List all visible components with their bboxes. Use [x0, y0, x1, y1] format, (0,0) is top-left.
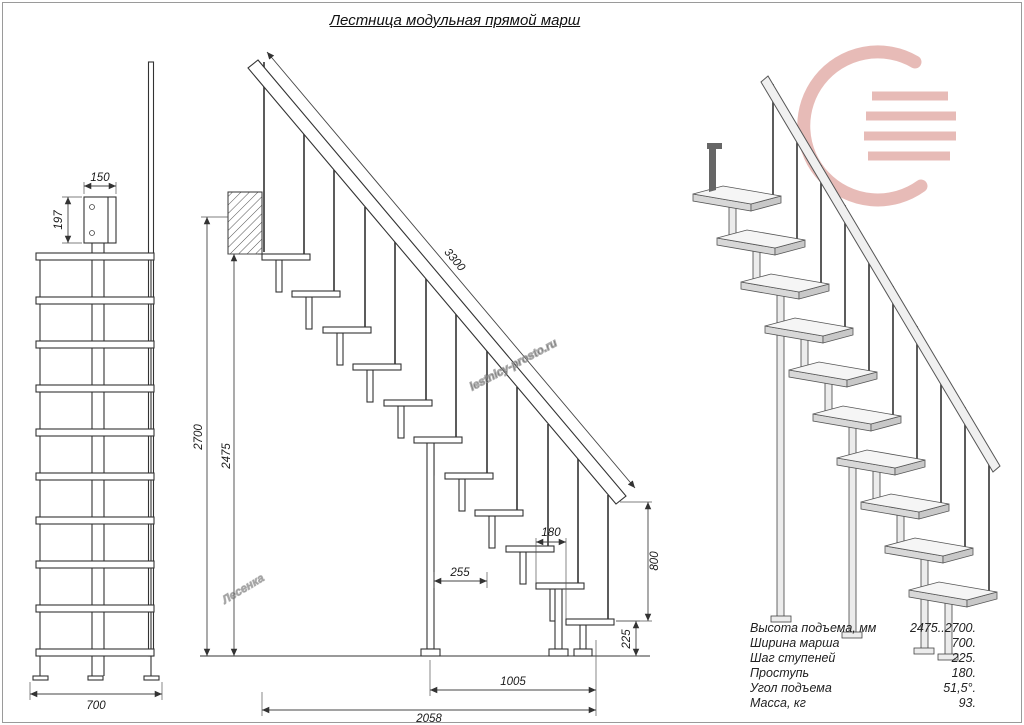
- spec-value: 225.: [951, 651, 976, 665]
- spec-row-step: Шаг ступеней 225.: [750, 651, 976, 666]
- front-view: 150 197 700: [29, 61, 163, 712]
- side-view: 3300 2700 2475 180 255 800 225 1005: [193, 51, 661, 725]
- dim-base-width: 700: [86, 700, 106, 712]
- logo-graphic: [797, 45, 956, 207]
- support-post-2: [554, 587, 563, 650]
- spec-label: Ширина марша: [750, 636, 840, 650]
- spec-table: Высота подъема, мм 2475..2700. Ширина ма…: [750, 621, 976, 711]
- dim-top-width: 150: [90, 172, 110, 184]
- treads-front: [35, 252, 155, 657]
- spec-value: 51,5°.: [943, 681, 976, 695]
- spec-row-angle: Угол подъема 51,5°.: [750, 681, 976, 696]
- dim-rail-height: 800: [649, 551, 661, 571]
- spec-value: 700.: [951, 636, 976, 650]
- watermark-site: lestnicy-prosto.ru: [468, 337, 559, 393]
- spec-row-height: Высота подъема, мм 2475..2700.: [750, 621, 976, 636]
- dim-255: 255: [449, 567, 470, 579]
- perspective-view: [692, 75, 1001, 661]
- dim-1005: 1005: [500, 676, 526, 688]
- spec-value: 180.: [951, 666, 976, 680]
- dim-total-height: 2700: [193, 424, 205, 451]
- dim-step-rise: 225: [621, 629, 633, 650]
- page-title: Лестница модульная прямой марш: [329, 12, 581, 29]
- treads-3d: [692, 185, 998, 608]
- spec-row-tread: Проступь 180.: [750, 666, 976, 681]
- dim-rail-length: 3300: [441, 246, 467, 274]
- handrail-3d: [760, 75, 1001, 473]
- spec-label: Высота подъема, мм: [750, 621, 877, 635]
- dim-top-height: 197: [53, 210, 65, 230]
- spec-value: 93.: [958, 696, 976, 710]
- spec-row-mass: Масса, кг 93.: [750, 696, 976, 711]
- dim-steps-height: 2475: [221, 443, 233, 470]
- dim-total-run: 2058: [415, 713, 442, 725]
- dim-tread-depth: 180: [541, 527, 561, 539]
- spec-label: Масса, кг: [750, 696, 806, 710]
- wall-section: [227, 191, 263, 255]
- support-post-1: [426, 439, 435, 650]
- spec-label: Угол подъема: [750, 681, 832, 695]
- spec-row-width: Ширина марша 700.: [750, 636, 976, 651]
- spec-value: 2475..2700.: [909, 621, 976, 635]
- spec-label: Проступь: [750, 666, 810, 680]
- watermark-brand: Лесенка: [220, 572, 267, 607]
- top-mount-plate: [83, 196, 117, 244]
- wall-bracket-3d: [709, 145, 716, 192]
- spec-label: Шаг ступеней: [750, 651, 836, 665]
